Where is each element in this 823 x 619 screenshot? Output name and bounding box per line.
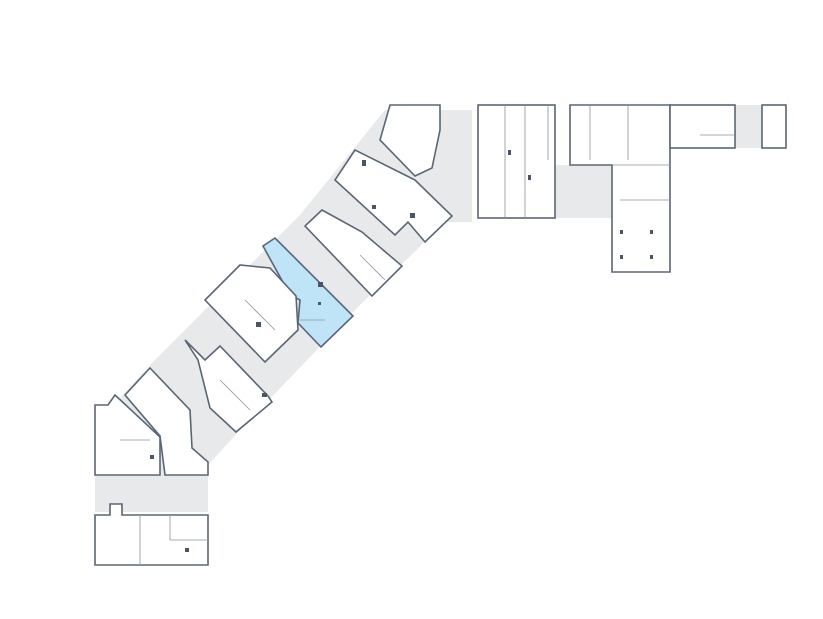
columns	[150, 150, 653, 552]
unit[interactable]	[669, 104, 736, 149]
corridor-right-court	[555, 165, 620, 218]
unit[interactable]	[761, 104, 787, 149]
units	[94, 104, 787, 566]
unit[interactable]	[379, 104, 441, 177]
corridor-right-end	[735, 105, 762, 148]
unit[interactable]	[203, 264, 299, 364]
unit[interactable]	[94, 503, 209, 566]
unit[interactable]	[303, 209, 404, 298]
unit[interactable]	[333, 148, 454, 244]
unit[interactable]	[123, 366, 209, 476]
unit[interactable]	[184, 339, 274, 434]
interior-walls	[120, 105, 735, 565]
unit[interactable]	[94, 393, 161, 476]
unit[interactable]	[477, 104, 556, 219]
